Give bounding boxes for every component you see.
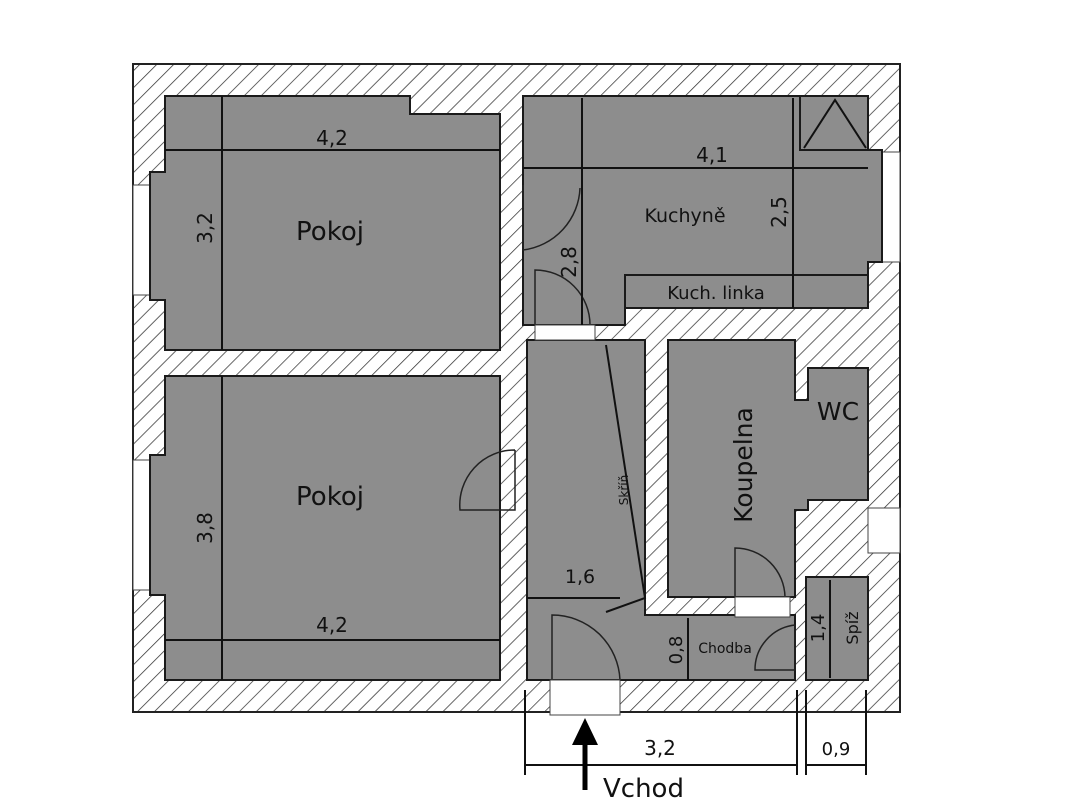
room-spiz (805, 576, 869, 681)
stair-triangle (803, 98, 867, 149)
label-skrin: Skříň (617, 475, 631, 505)
wardrobe-lines (605, 344, 647, 613)
room-koupelna (667, 339, 869, 598)
dim-pokoj-top-width: 4,2 (316, 126, 348, 150)
opening (534, 324, 596, 341)
dim-pokoj-bottom-depth: 3,8 (193, 512, 217, 544)
door-wc (754, 624, 796, 671)
door-pokoj (459, 449, 516, 511)
label-kuch-linka: Kuch. linka (667, 283, 765, 304)
dim-spiz-depth: 1,4 (808, 614, 829, 643)
opening (734, 596, 791, 618)
dimension-lines (165, 96, 868, 775)
room-pokoj-top (149, 95, 501, 351)
window (132, 184, 151, 296)
dim-pokoj-top-depth: 3,2 (193, 212, 217, 244)
door-kitchen (522, 185, 581, 251)
room-pokoj-bottom (149, 375, 501, 681)
dim-kitchen-left-depth: 2,8 (557, 246, 581, 278)
room-hall (526, 339, 796, 681)
dim-kitchen-depth: 2,5 (767, 196, 791, 228)
dim-spiz-width: 0,9 (822, 739, 851, 760)
door-koupelna (734, 547, 786, 598)
label-kuchyne: Kuchyně (644, 205, 725, 227)
dim-hall-width: 1,6 (565, 566, 595, 588)
entrance-label: Vchod (603, 774, 684, 800)
window (881, 151, 901, 263)
label-pokoj-bottom: Pokoj (296, 482, 364, 512)
label-spiz: Spíž (843, 611, 862, 644)
dim-bottom-width: 3,2 (644, 736, 676, 760)
label-chodba: Chodba (698, 641, 752, 657)
door-kitchen-2 (534, 269, 591, 326)
label-pokoj-top: Pokoj (296, 217, 364, 247)
kitchen-counter (624, 274, 869, 309)
dim-pokoj-bottom-width: 4,2 (316, 613, 348, 637)
entrance-arrow-icon (572, 718, 598, 790)
dim-kitchen-width: 4,1 (696, 143, 728, 167)
window (132, 459, 151, 591)
label-wc: WC (817, 397, 859, 426)
stair-box (799, 95, 869, 151)
entrance-opening (549, 679, 621, 716)
dim-chodba-depth: 0,8 (666, 636, 687, 665)
label-koupelna: Koupelna (729, 407, 758, 523)
window (867, 507, 901, 554)
door-entrance (551, 614, 621, 681)
